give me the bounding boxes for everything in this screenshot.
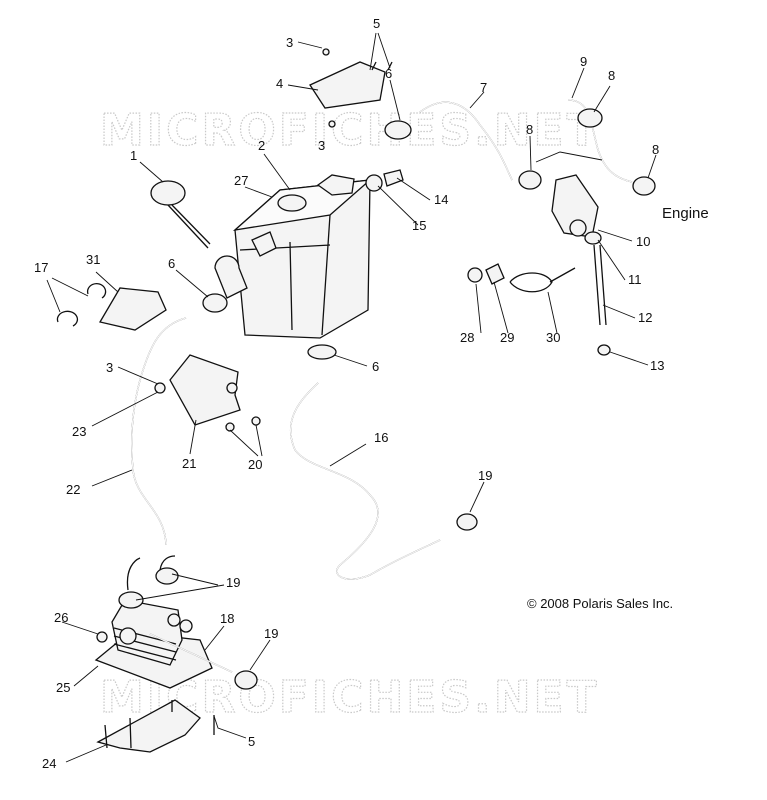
callout-6-bottom: 6 [372,359,379,374]
clamp-part-19-bottom [234,670,258,690]
callout-18: 18 [220,611,234,626]
callout-3-top: 3 [286,35,293,50]
callout-29: 29 [500,330,514,345]
callout-5-top: 5 [373,16,380,31]
callout-31: 31 [86,252,100,267]
clamp-part-8c [632,176,656,196]
callout-15: 15 [412,218,426,233]
clamp-part-11 [584,231,602,245]
callout-16: 16 [374,430,388,445]
callout-10: 10 [636,234,650,249]
nut-part-28 [467,267,483,283]
hose-stub-cooler [126,555,176,591]
tie-part-30 [509,267,576,293]
callout-4: 4 [276,76,283,91]
callout-8-top: 8 [608,68,615,83]
bracket-part-24 [96,699,215,753]
callout-3-mid: 3 [318,138,325,153]
clamp-part-6-bottom [307,344,337,360]
hose-part-18 [149,633,233,673]
callout-13: 13 [650,358,664,373]
clamp-part-8a [577,108,603,128]
callout-26: 26 [54,610,68,625]
callout-25: 25 [56,680,70,695]
valve-part-10 [551,174,599,238]
callout-11: 11 [628,272,642,287]
clamp-part-17 [56,282,107,327]
callout-3-left: 3 [106,360,113,375]
hose-part-22 [131,317,187,546]
bracket-part-31 [98,287,167,331]
callout-7: 7 [480,80,487,95]
callout-30: 30 [546,330,560,345]
clip-part-29 [485,263,505,285]
leader-lines [46,32,657,763]
callout-22: 22 [66,482,80,497]
callout-1: 1 [130,148,137,163]
watermark-top: MICROFICHES.NET [100,105,600,156]
hose-part-16 [290,382,441,580]
callout-12: 12 [638,310,652,325]
callout-21: 21 [182,456,196,471]
callout-6-left: 6 [168,256,175,271]
callout-14: 14 [434,192,448,207]
callout-23: 23 [72,424,86,439]
callout-19-bottom: 19 [264,626,278,641]
callout-27: 27 [234,173,248,188]
callout-19-cooler: 19 [226,575,240,590]
callout-8-right: 8 [652,142,659,157]
bracket-part-21 [154,354,261,432]
clamp-part-6-top [384,120,412,140]
callout-28: 28 [460,330,474,345]
cooler-part-25 [94,567,213,689]
top-bracket-part-4 [309,48,393,128]
clamp-part-6-left [202,293,228,313]
callout-17: 17 [34,260,48,275]
callout-19-right: 19 [478,468,492,483]
callout-24: 24 [42,756,56,771]
cap-part-1 [150,180,211,249]
callout-5-bottom: 5 [248,734,255,749]
tube-part-12 [593,244,607,326]
engine-label: Engine [662,205,709,222]
clamp-part-8b [518,170,542,190]
fitting-part-14-15 [365,169,404,192]
hose-part-9 [567,99,633,183]
callout-6-top: 6 [385,66,392,81]
clamp-part-19-right [456,513,478,531]
copyright-text: © 2008 Polaris Sales Inc. [527,596,673,611]
nut-part-13 [597,344,611,356]
hose-part-7 [419,101,513,181]
callout-20: 20 [248,457,262,472]
callout-8-mid: 8 [526,122,533,137]
callout-9: 9 [580,54,587,69]
overflow-tank [214,174,372,339]
callout-2: 2 [258,138,265,153]
